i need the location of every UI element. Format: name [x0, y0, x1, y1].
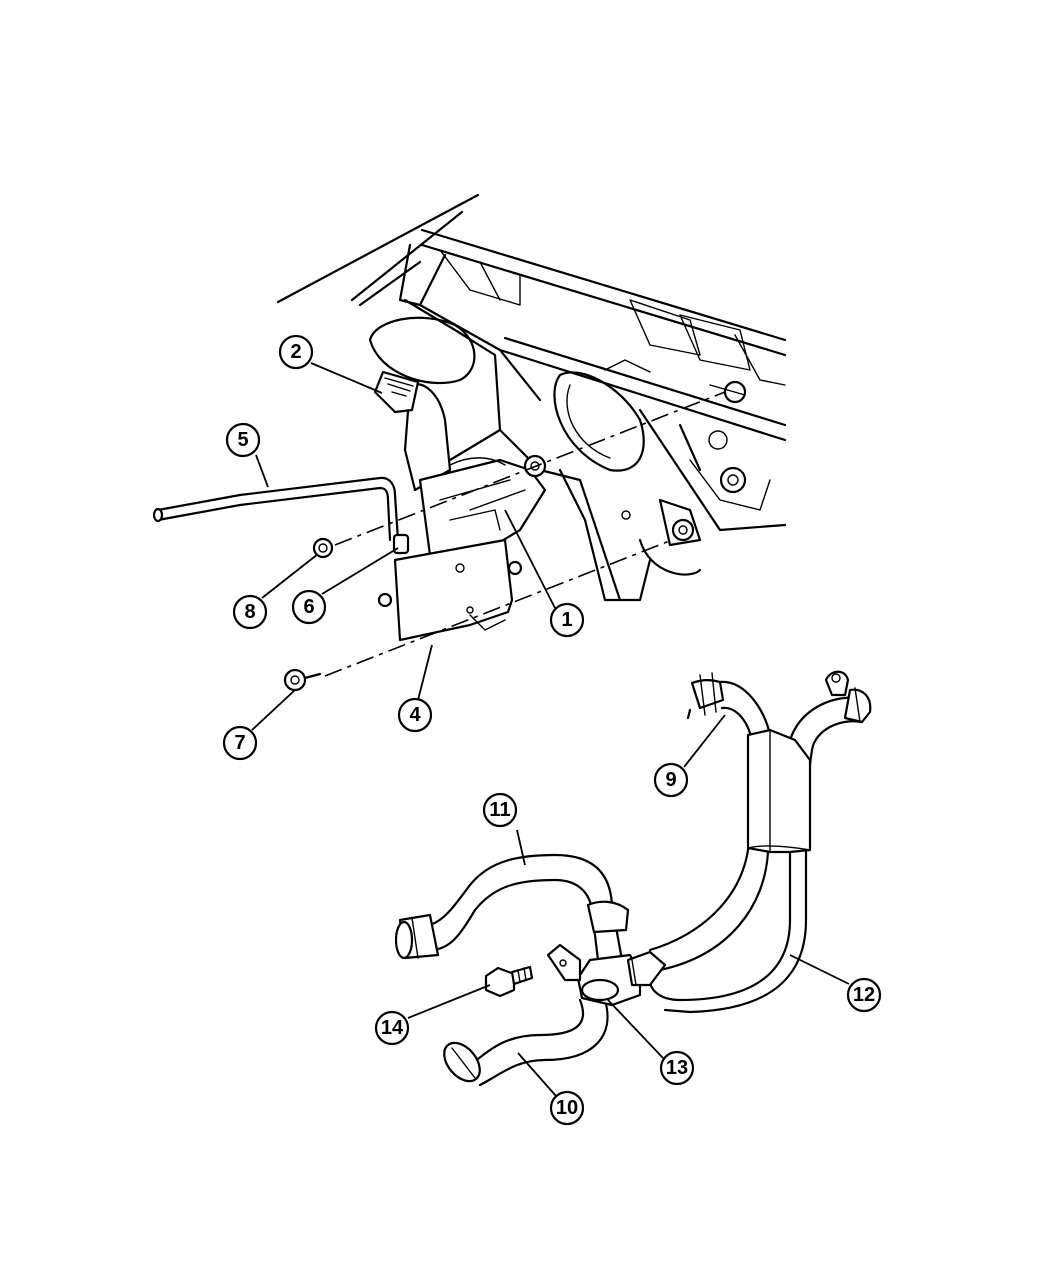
callout-label: 10 — [556, 1097, 578, 1119]
heater-hose-assembly — [648, 670, 872, 1014]
callout-6: 6 — [291, 589, 327, 625]
callout-label: 6 — [303, 596, 314, 618]
callout-13: 13 — [659, 1050, 695, 1086]
callout-label: 7 — [234, 732, 245, 754]
leader-lines — [251, 362, 850, 1097]
callout-7: 7 — [222, 725, 258, 761]
callout-label: 4 — [409, 704, 421, 726]
callout-10: 10 — [549, 1090, 585, 1126]
callout-5: 5 — [225, 422, 261, 458]
callout-2: 2 — [278, 334, 314, 370]
hose-lower — [443, 998, 609, 1087]
callout-label: 13 — [666, 1057, 688, 1079]
callout-label: 2 — [290, 341, 301, 363]
nut-fastener — [312, 537, 334, 559]
callout-label: 8 — [244, 601, 255, 623]
bolt-fastener — [283, 668, 322, 692]
callout-9: 9 — [653, 762, 689, 798]
washer-pump — [392, 533, 410, 555]
reservoir-shield — [377, 538, 523, 642]
washer-reservoir — [403, 382, 547, 562]
callout-label: 14 — [381, 1017, 404, 1039]
callout-11: 11 — [482, 792, 518, 828]
hose-connector — [546, 943, 667, 1007]
callout-label: 5 — [237, 429, 248, 451]
callout-label: 1 — [561, 609, 572, 631]
callout-label: 9 — [665, 769, 676, 791]
mounting-bolt — [484, 965, 534, 998]
hose-upper — [394, 853, 630, 962]
callout-12: 12 — [846, 977, 882, 1013]
vehicle-body-structure — [276, 193, 787, 602]
filler-cap — [373, 370, 420, 414]
washer-hose — [152, 476, 400, 542]
callout-14: 14 — [374, 1010, 410, 1046]
alignment-lines — [324, 391, 726, 677]
callout-label: 12 — [853, 984, 875, 1006]
callout-label: 11 — [489, 799, 510, 821]
callout-8: 8 — [232, 594, 268, 630]
callout-1: 1 — [549, 602, 585, 638]
callout-4: 4 — [397, 697, 433, 733]
